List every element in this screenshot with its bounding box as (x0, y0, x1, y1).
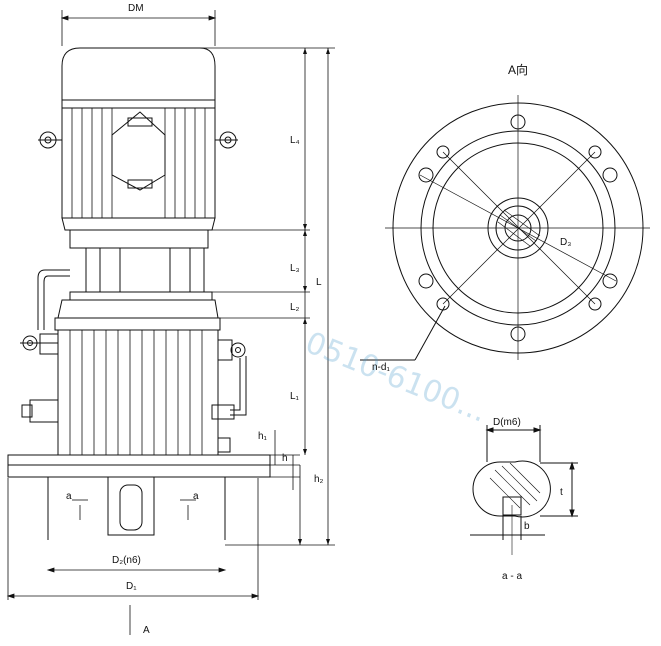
label-d3: D₃ (560, 237, 572, 248)
label-l4: L₄ (290, 135, 300, 146)
label-d-m6: D(m6) (493, 417, 521, 428)
label-dm: DM (128, 3, 144, 14)
label-l3: L₃ (290, 263, 300, 274)
label-a-right: a (193, 491, 199, 502)
label-section: a - a (502, 571, 523, 582)
flange-view-a (360, 95, 650, 361)
label-arrow-a: A (143, 625, 150, 636)
label-a-left: a (66, 491, 72, 502)
label-l1: L₁ (290, 391, 299, 402)
motor-side-view (7, 47, 271, 540)
label-l: L (316, 277, 322, 288)
dimension-lines (6, 10, 335, 635)
label-nd1: n-d₁ (372, 362, 390, 373)
label-d2: D₂(n6) (112, 555, 141, 566)
label-h1: h₁ (258, 431, 267, 442)
label-h2: h₂ (314, 474, 324, 485)
label-view-a: A向 (508, 63, 529, 77)
label-t: t (560, 487, 563, 498)
label-d1: D₁ (126, 581, 137, 592)
label-b: b (524, 521, 530, 532)
section-a-a (470, 425, 578, 555)
label-h: h (282, 453, 288, 464)
label-l2: L₂ (290, 302, 300, 313)
